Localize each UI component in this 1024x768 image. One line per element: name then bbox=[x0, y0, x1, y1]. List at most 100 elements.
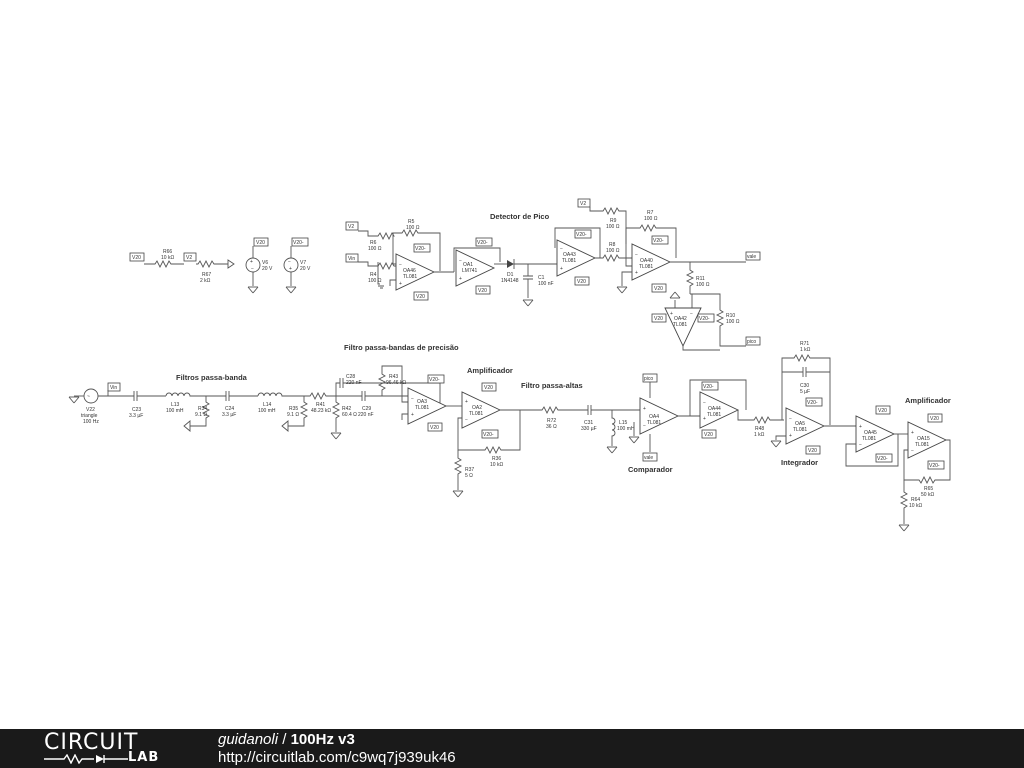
oa4-ref: OA4 bbox=[649, 414, 659, 420]
r11-ref: R11 bbox=[696, 276, 705, 282]
oa44-ref: OA44 bbox=[708, 406, 721, 412]
r42-ref: R42 bbox=[342, 406, 351, 412]
r35-ref: R35 bbox=[289, 406, 298, 412]
svg-text:+: + bbox=[670, 311, 673, 317]
svg-text:+: + bbox=[465, 399, 468, 405]
svg-text:−: − bbox=[911, 448, 914, 454]
c29-ref: C29 bbox=[362, 406, 371, 412]
v7-ref: V7 bbox=[300, 260, 306, 266]
tag-vin: Vin bbox=[110, 385, 117, 391]
r36-val: 10 kΩ bbox=[490, 462, 503, 468]
l14-ref: L14 bbox=[263, 402, 272, 408]
project-title-line: guidanoli / 100Hz v3 bbox=[218, 731, 355, 748]
r66-ref: R66 bbox=[163, 249, 172, 255]
svg-text:−: − bbox=[789, 416, 792, 422]
oa15-ref: OA15 bbox=[917, 436, 930, 442]
tag-v20: V20 bbox=[256, 240, 265, 246]
tag-v2: V2 bbox=[186, 255, 192, 261]
oa43-val: TL081 bbox=[562, 258, 576, 264]
title-separator: / bbox=[278, 731, 291, 748]
r36-ref: R36 bbox=[492, 456, 501, 462]
r7-val: 100 Ω bbox=[644, 216, 658, 222]
r37-val: 5 Ω bbox=[465, 473, 473, 479]
r72-val: 36 Ω bbox=[546, 424, 557, 430]
r65-ref: R65 bbox=[924, 486, 933, 492]
svg-text:−: − bbox=[703, 400, 706, 406]
circuitlab-logo[interactable]: CIRCUIT LAB bbox=[44, 730, 176, 766]
svg-text:+: + bbox=[289, 266, 292, 272]
v7-val: 20 V bbox=[300, 266, 311, 272]
tag-v20: V20 bbox=[654, 316, 663, 322]
r64-ref: R64 bbox=[911, 497, 920, 503]
tag-vin: Vin bbox=[348, 256, 355, 262]
oa40-ref: OA40 bbox=[640, 258, 653, 264]
tag-v20n: V20- bbox=[807, 400, 818, 406]
svg-text:−: − bbox=[288, 259, 291, 265]
d1-val: 1N4148 bbox=[501, 278, 519, 284]
tag-vale: vale bbox=[747, 254, 756, 260]
tag-v20: V20 bbox=[930, 416, 939, 422]
oa2-val: TL081 bbox=[469, 411, 483, 417]
c30-val: 5 µF bbox=[800, 389, 810, 395]
c23-ref: C23 bbox=[132, 407, 141, 413]
oa45-val: TL081 bbox=[862, 436, 876, 442]
r8-val: 100 Ω bbox=[606, 248, 620, 254]
tag-v20: V20 bbox=[878, 408, 887, 414]
c28-val: 220 nF bbox=[346, 380, 362, 386]
tag-pico: pico bbox=[644, 376, 653, 382]
c1-val: 100 nF bbox=[538, 281, 554, 287]
tag-v20: V20 bbox=[654, 286, 663, 292]
r35-val: 9.1 Ω bbox=[287, 412, 299, 418]
project-name[interactable]: 100Hz v3 bbox=[290, 731, 355, 748]
oa3-val: TL081 bbox=[415, 405, 429, 411]
r4-val: 100 Ω bbox=[368, 278, 382, 284]
r48-ref: R48 bbox=[755, 426, 764, 432]
tag-v20: V20 bbox=[577, 279, 586, 285]
r66-val: 10 kΩ bbox=[161, 255, 174, 261]
r42-val: 60.4 Ω bbox=[342, 412, 357, 418]
svg-text:+: + bbox=[643, 406, 646, 412]
r67-val: 2 kΩ bbox=[200, 278, 211, 284]
tag-v20n: V20- bbox=[576, 232, 587, 238]
tag-v20: V20 bbox=[808, 448, 817, 454]
tag-v20n: V20- bbox=[653, 238, 664, 244]
tag-v20: V20 bbox=[484, 385, 493, 391]
tag-vale: vale bbox=[644, 455, 653, 461]
svg-text:+: + bbox=[459, 276, 462, 282]
project-url[interactable]: http://circuitlab.com/c9wq7j939uk46 bbox=[218, 749, 456, 766]
r72-ref: R72 bbox=[547, 418, 556, 424]
svg-text:~: ~ bbox=[87, 394, 90, 400]
oa46-ref: OA46 bbox=[403, 268, 416, 274]
oa1-val: LM741 bbox=[462, 268, 478, 274]
c24-ref: C24 bbox=[225, 406, 234, 412]
tag-v20n: V20- bbox=[429, 377, 440, 383]
r6-val: 100 Ω bbox=[368, 246, 382, 252]
peak-detector-section: Detector de Pico V2 R6 100 Ω Vin R4 100 … bbox=[345, 198, 761, 351]
oa2-ref: OA2 bbox=[472, 405, 482, 411]
svg-text:+: + bbox=[911, 430, 914, 436]
r41-ref: R41 bbox=[316, 402, 325, 408]
r48-val: 1 kΩ bbox=[754, 432, 765, 438]
oa4-val: TL081 bbox=[647, 420, 661, 426]
svg-text:−: − bbox=[690, 311, 693, 317]
l15-ref: L15 bbox=[619, 420, 628, 426]
r43-val: 96.46 kΩ bbox=[386, 380, 406, 386]
r67-ref: R67 bbox=[202, 272, 211, 278]
v6-ref: V6 bbox=[262, 260, 268, 266]
tag-v20n: V20- bbox=[929, 463, 940, 469]
oa5-val: TL081 bbox=[793, 427, 807, 433]
tag-v2: V2 bbox=[348, 224, 354, 230]
v22-val2: 100 Hz bbox=[83, 419, 99, 425]
r4-ref: R4 bbox=[370, 272, 377, 278]
v22-ref: V22 bbox=[86, 407, 95, 413]
v6-val: 20 V bbox=[262, 266, 273, 272]
oa15-val: TL081 bbox=[915, 442, 929, 448]
r11-val: 100 Ω bbox=[696, 282, 710, 288]
section-title-precision: Filtro passa-bandas de precisão bbox=[344, 343, 459, 352]
d1-ref: D1 bbox=[507, 272, 514, 278]
oa5-ref: OA5 bbox=[795, 421, 805, 427]
tag-pico: pico bbox=[747, 339, 756, 345]
author-link[interactable]: guidanoli bbox=[218, 731, 279, 748]
tag-v20: V20 bbox=[478, 288, 487, 294]
r5-ref: R5 bbox=[408, 219, 415, 225]
